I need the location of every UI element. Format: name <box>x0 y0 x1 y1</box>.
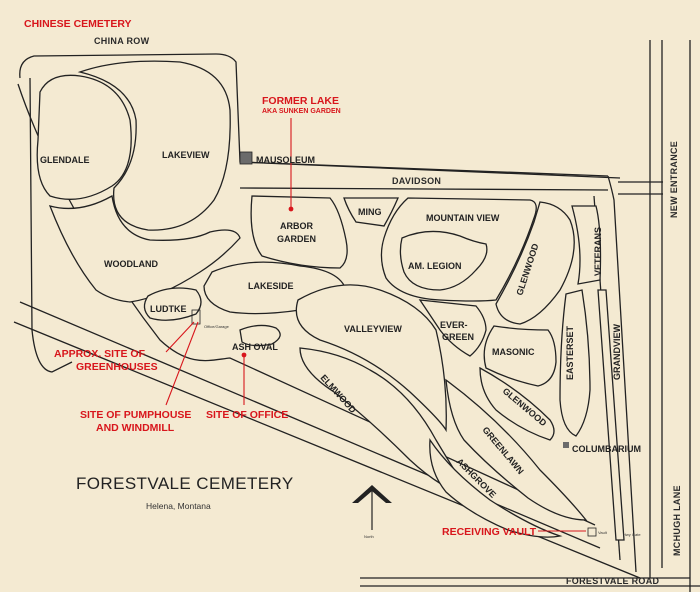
greenhouses-annotation-line1: APPROX. SITE OF <box>54 348 146 360</box>
receiving-vault-annotation: RECEIVING VAULT <box>442 526 537 538</box>
valleyview-label: VALLEYVIEW <box>344 324 402 334</box>
lakeside-label: LAKESIDE <box>248 281 294 291</box>
davidson-label: DAVIDSON <box>392 176 441 186</box>
mausoleum-marker <box>239 151 253 165</box>
section-masonic <box>483 325 557 387</box>
hwy-gate-label: Hwy Gate <box>623 532 641 537</box>
north-arrow <box>352 485 392 530</box>
vault-label: Vault <box>598 530 608 535</box>
ming-label: MING <box>358 207 382 217</box>
davidson-road-south <box>239 187 609 191</box>
columbarium-label: COLUMBARIUM <box>572 444 641 454</box>
section-am-legion <box>399 230 488 291</box>
section-lakeview <box>77 60 231 231</box>
woodland-label: WOODLAND <box>104 259 158 269</box>
mountain-view-label: MOUNTAIN VIEW <box>426 213 500 223</box>
office-garage-label: Office/Garage <box>204 324 230 329</box>
section-ashgrove <box>429 438 563 538</box>
section-veterans <box>571 205 602 285</box>
masonic-label: MASONIC <box>492 347 535 357</box>
mchugh-lane-label: MCHUGH LANE <box>672 485 682 556</box>
greenhouses-leader <box>165 321 195 353</box>
former-lake-dot <box>288 206 294 212</box>
section-ming <box>343 197 399 227</box>
mausoleum-label: MAUSOLEUM <box>256 155 315 165</box>
office-annotation: SITE OF OFFICE <box>206 409 288 421</box>
davidson-road-north <box>239 161 621 179</box>
east-road <box>607 175 637 573</box>
section-glenwood-lower <box>479 366 555 441</box>
forestvale-road-label: FORESTVALE ROAD <box>566 576 660 586</box>
former-lake-annotation: FORMER LAKE <box>262 95 339 107</box>
outer-boundary-road <box>19 53 609 373</box>
pumphouse-leader <box>165 321 199 406</box>
evergreen-label-line1: EVER- <box>440 320 468 330</box>
south-boundary-inner <box>19 301 601 549</box>
office-garage-marker <box>191 309 201 325</box>
north-label: North <box>364 534 374 539</box>
sunken-garden-annotation: AKA SUNKEN GARDEN <box>262 108 341 115</box>
section-arbor-garden <box>250 195 348 269</box>
pumphouse-annotation-line2: AND WINDMILL <box>96 422 175 434</box>
office-site-dot <box>241 352 247 358</box>
cemetery-sections <box>36 60 625 541</box>
pumphouse-annotation-line1: SITE OF PUMPHOUSE <box>80 409 191 421</box>
section-valleyview <box>295 284 447 433</box>
columbarium-marker <box>563 442 569 448</box>
section-evergreen <box>418 299 487 357</box>
map-subtitle: Helena, Montana <box>146 501 211 511</box>
section-easterset <box>559 289 591 437</box>
evergreen-label-line2: GREEN <box>442 332 474 342</box>
section-glendale <box>36 74 132 200</box>
section-woodland <box>48 194 241 303</box>
arbor-label: ARBOR <box>280 221 313 231</box>
section-ludtke <box>143 287 202 321</box>
garden-label: GARDEN <box>277 234 316 244</box>
ludtke-label: LUDTKE <box>150 304 187 314</box>
section-grandview <box>597 289 625 541</box>
lakeview-label: LAKEVIEW <box>162 150 210 160</box>
vault-marker <box>587 527 597 537</box>
new-entrance-label: NEW ENTRANCE <box>669 141 679 218</box>
greenhouses-annotation-line2: GREENHOUSES <box>76 361 158 373</box>
section-ash-oval <box>239 324 281 347</box>
chinese-cemetery-annotation: CHINESE CEMETERY <box>24 18 132 30</box>
am-legion-label: AM. LEGION <box>408 261 462 271</box>
easterset-label: EASTERSET <box>565 325 575 380</box>
glendale-label: GLENDALE <box>40 155 90 165</box>
map-title: FORESTVALE CEMETERY <box>76 474 294 493</box>
china-row-label: CHINA ROW <box>94 36 150 46</box>
section-glenwood-upper <box>495 201 575 325</box>
north-arrow-head <box>352 485 392 503</box>
grandview-label: GRANDVIEW <box>612 323 622 380</box>
veterans-label: VETERANS <box>593 227 603 276</box>
ash-oval-label: ASH OVAL <box>232 342 278 352</box>
section-greenlawn <box>445 378 588 521</box>
